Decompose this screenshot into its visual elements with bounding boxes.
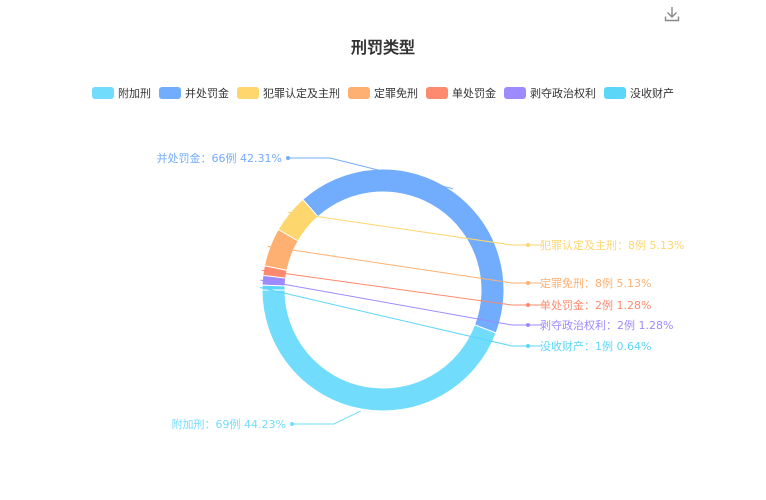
callout-dot [290, 422, 294, 426]
legend-label: 定罪免刑 [374, 87, 418, 100]
slice-label: 并处罚金：66例 42.31% [157, 151, 282, 165]
callout-dot [526, 281, 530, 285]
slice-label: 定罪免刑：8例 5.13% [540, 276, 651, 290]
slice-label: 犯罪认定及主刑：8例 5.13% [540, 238, 684, 252]
legend-label: 单处罚金 [452, 87, 496, 100]
legend-label: 附加刑 [118, 87, 151, 100]
donut-slice[interactable] [261, 284, 286, 291]
callout-dot [526, 303, 530, 307]
legend-label: 剥夺政治权利 [530, 87, 596, 100]
download-button[interactable] [662, 4, 682, 24]
download-icon [664, 7, 680, 22]
legend-label: 并处罚金 [185, 87, 229, 100]
legend-swatch [92, 87, 114, 99]
callout-line [261, 269, 542, 306]
callout-group: 附加刑：69例 44.23% 并处罚金：66例 42.31% 犯罪认定及主刑：8例 … [157, 151, 685, 431]
legend-swatch [348, 87, 370, 99]
slice-label: 剥夺政治权利：2例 1.28% [540, 318, 673, 332]
legend-item[interactable]: 犯罪认定及主刑 [237, 85, 340, 101]
legend-swatch [159, 87, 181, 99]
slice-label: 没收财产：1例 0.64% [540, 339, 651, 353]
legend-item[interactable]: 附加刑 [92, 85, 151, 101]
callout-dot [526, 243, 530, 247]
callout-line [287, 211, 542, 246]
legend-item[interactable]: 单处罚金 [426, 85, 496, 101]
callout-line [267, 245, 542, 284]
legend-swatch [237, 87, 259, 99]
legend-swatch [426, 87, 448, 99]
legend-label: 犯罪认定及主刑 [263, 87, 340, 100]
callout-dot [526, 323, 530, 327]
legend-item[interactable]: 并处罚金 [159, 85, 229, 101]
legend-label: 没收财产 [630, 87, 674, 100]
callout-line [260, 279, 542, 326]
legend-item[interactable]: 定罪免刑 [348, 85, 418, 101]
donut-slice[interactable] [261, 289, 497, 412]
chart-title: 刑罚类型 [350, 38, 415, 57]
callout-dot [286, 156, 290, 160]
chart-legend: 附加刑 并处罚金 犯罪认定及主刑 定罪免刑 单处罚金 剥夺政治权利 没收财产 [0, 85, 766, 101]
legend-item[interactable]: 没收财产 [604, 85, 674, 101]
slice-label: 单处罚金：2例 1.28% [540, 298, 651, 312]
legend-swatch [604, 87, 626, 99]
legend-swatch [504, 87, 526, 99]
callout-line [259, 287, 542, 347]
callout-line [290, 157, 453, 190]
donut-slice[interactable] [302, 168, 505, 334]
legend-item[interactable]: 剥夺政治权利 [504, 85, 596, 101]
slice-label: 附加刑：69例 44.23% [172, 417, 286, 431]
callout-line [294, 410, 362, 425]
callout-dot [526, 344, 530, 348]
slice-group [261, 168, 505, 412]
